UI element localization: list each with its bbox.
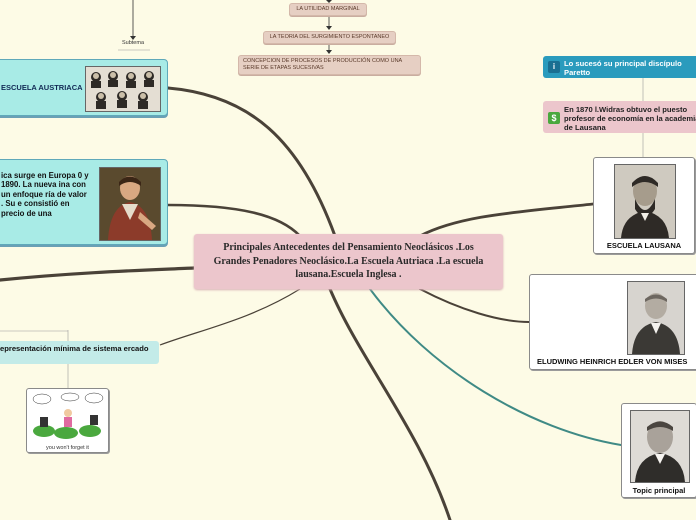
branch-representation [159,288,301,346]
branch-down [328,287,452,520]
branch-lausana [418,202,595,238]
topic-procesos-produccion[interactable]: CONCEPCION DE PROCESOS DE PRODUCCIÓN COM… [238,55,421,75]
branch-left-main [0,266,196,282]
walras-text: En 1870 l.Widras obtuvo el puesto profes… [564,105,696,132]
topic-surgimiento-espontaneo[interactable]: LA TEORIA DEL SURGIMIENTO ESPONTANEO [263,31,396,44]
escuela-austriaca-node[interactable]: ESCUELA AUSTRIACA [0,59,168,116]
hayek-portrait-image [630,410,690,483]
topic-principal-card[interactable]: Topic principal [621,403,696,498]
economist-portrait-image [99,167,161,241]
walras-node[interactable]: $ En 1870 l.Widras obtuvo el puesto prof… [543,101,696,133]
cartoon-card[interactable]: you won't forget it [26,388,109,453]
branch-bohm [419,288,530,323]
representation-node[interactable]: epresentación mínima de sistema ercado [0,341,159,364]
lausana-card[interactable]: ESCUELA LAUSANA [593,157,695,254]
cartoon-caption: you won't forget it [46,445,89,451]
portraits-collage-image [85,66,161,112]
mises-portrait-image [627,281,685,355]
description-node[interactable]: ica surge en Europa 0 y 1890. La nueva i… [0,159,168,245]
subtopic-label[interactable]: Subtema [121,40,144,46]
money-icon: $ [548,112,560,124]
lausana-label: ESCUELA LAUSANA [606,241,682,250]
cartoon-image [30,391,105,442]
central-topic[interactable]: Principales Antecedentes del Pensamiento… [194,234,503,289]
topic-utilidad-marginal[interactable]: LA UTILIDAD MARGINAL [289,3,367,16]
bohm-card[interactable]: ELUDWING HEINRICH EDLER VON MISES [529,274,696,370]
escuela-austriaca-label: ESCUELA AUSTRIACA [1,83,83,92]
branch-topic [369,288,622,446]
description-text: ica surge en Europa 0 y 1890. La nueva i… [1,171,89,218]
walras-portrait-image [614,164,676,239]
branch-description [166,203,302,238]
mises-label: ELUDWING HEINRICH EDLER VON MISES [537,357,688,366]
info-icon: i [548,61,560,73]
pareto-node[interactable]: i Lo sucesó su principal discípulo Paret… [543,56,696,78]
pareto-text: Lo sucesó su principal discípulo Paretto [564,59,682,77]
branch-austriaca [166,86,337,238]
topic-principal-label: Topic principal [632,486,686,495]
